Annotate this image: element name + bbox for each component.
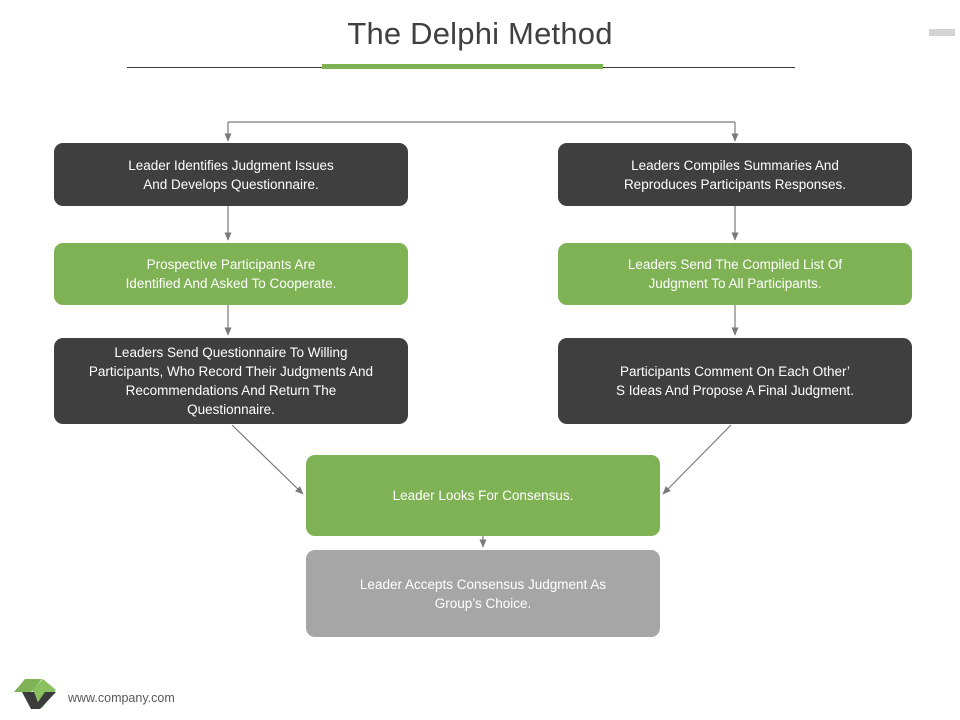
edge-l3-to-c1	[231, 424, 304, 495]
flow-node-leader-looks-for-consensus[interactable]: Leader Looks For Consensus.	[306, 455, 660, 536]
flow-node-leader-identifies-judgment-issues[interactable]: Leader Identifies Judgment Issues And De…	[54, 143, 408, 206]
flow-node-leaders-send-compiled-list[interactable]: Leaders Send The Compiled List Of Judgme…	[558, 243, 912, 305]
flow-node-leader-accepts-consensus-judgment[interactable]: Leader Accepts Consensus Judgment As Gro…	[306, 550, 660, 637]
edge-r3-to-c1	[662, 424, 732, 495]
title-accent-bar	[322, 64, 603, 69]
corner-marker	[929, 29, 955, 36]
flow-node-participants-comment-on-ideas[interactable]: Participants Comment On Each Other’ S Id…	[558, 338, 912, 424]
company-logo-icon	[14, 679, 56, 709]
flow-node-leaders-send-questionnaire[interactable]: Leaders Send Questionnaire To Willing Pa…	[54, 338, 408, 424]
flow-node-leaders-compiles-summaries[interactable]: Leaders Compiles Summaries And Reproduce…	[558, 143, 912, 206]
footer-url-text: www.company.com	[68, 691, 175, 705]
page-title: The Delphi Method	[347, 16, 613, 51]
flow-node-prospective-participants-identified[interactable]: Prospective Participants Are Identified …	[54, 243, 408, 305]
